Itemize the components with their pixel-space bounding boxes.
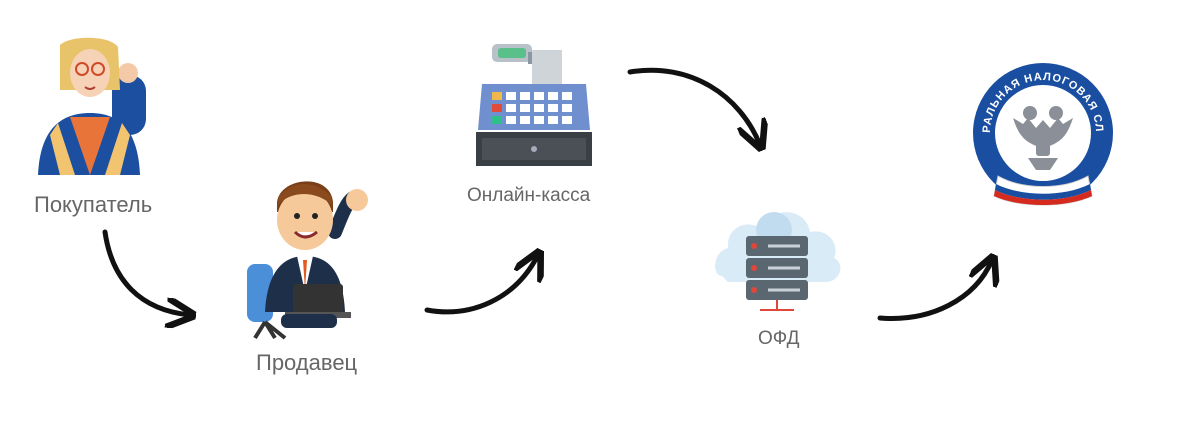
woman-buyer-icon — [38, 37, 146, 175]
ofd-node — [712, 196, 842, 321]
fns-node: ФЕДЕРАЛЬНАЯ НАЛОГОВАЯ СЛУЖБА — [962, 49, 1118, 218]
buyer-node — [30, 35, 170, 190]
businessman-seller-icon — [247, 181, 368, 340]
arrow-seller-to-register — [424, 255, 538, 315]
seller-node — [235, 172, 385, 347]
cash-register-icon — [476, 44, 592, 166]
register-label: Онлайн-касса — [467, 185, 591, 206]
register-node — [472, 40, 596, 175]
ofd-label: ОФД — [758, 328, 800, 349]
arrow-register-to-ofd — [627, 67, 760, 145]
seller-label: Продавец — [256, 350, 358, 375]
fns-emblem-icon: ФЕДЕРАЛЬНАЯ НАЛОГОВАЯ СЛУЖБА — [962, 49, 1113, 206]
buyer-label: Покупатель — [34, 192, 153, 217]
arrow-ofd-to-fns — [877, 260, 992, 321]
arrow-buyer-to-seller — [102, 229, 190, 315]
cloud-server-icon — [715, 212, 841, 311]
